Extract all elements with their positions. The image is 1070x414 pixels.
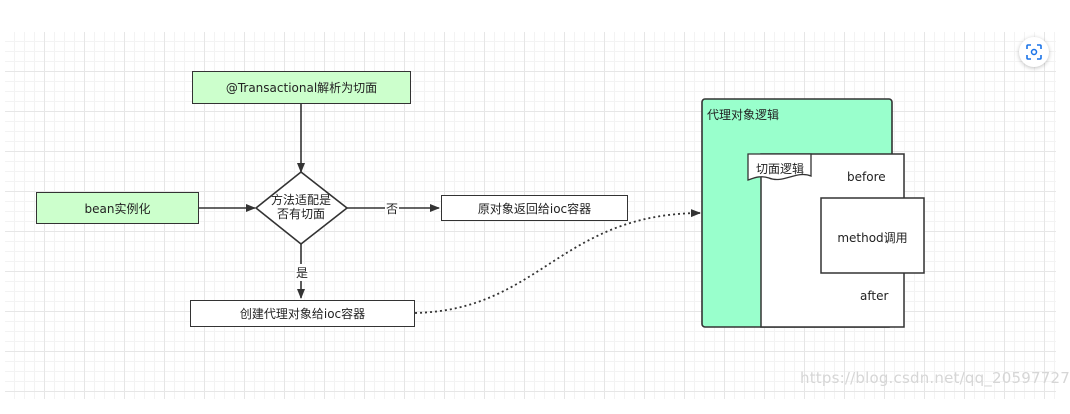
decision-line-2: 否有切面 <box>276 207 325 221</box>
return-original-node: 原对象返回给ioc容器 <box>441 195 628 221</box>
create-proxy-node: 创建代理对象给ioc容器 <box>190 300 415 327</box>
aspect-logic-label: 切面逻辑 <box>756 162 805 176</box>
decision-line-1: 方法适配是 <box>270 193 331 207</box>
after-label: after <box>860 289 889 303</box>
proxy-container-title: 代理对象逻辑 <box>707 108 780 122</box>
yes-edge-label: 是 <box>295 264 310 281</box>
scan-button[interactable] <box>1019 37 1049 67</box>
decision-text: 方法适配是 否有切面 <box>258 193 344 221</box>
method-call-label: method调用 <box>837 231 908 245</box>
scan-icon <box>1026 44 1042 60</box>
no-edge-label: 否 <box>385 200 400 217</box>
bean-instantiation-node: bean实例化 <box>36 192 199 224</box>
watermark: https://blog.csdn.net/qq_20597727 <box>800 369 1070 387</box>
before-label: before <box>847 170 886 184</box>
transactional-node: @Transactional解析为切面 <box>192 71 411 104</box>
